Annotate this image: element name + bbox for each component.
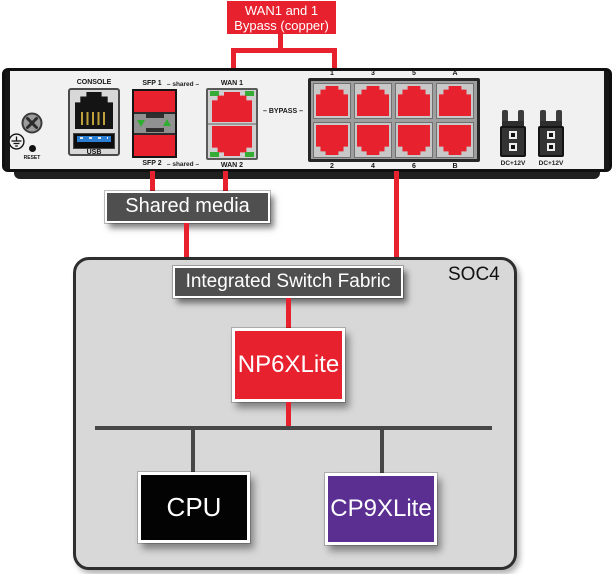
sfp2-label: SFP 2 — [142, 160, 162, 167]
console-port-pins — [81, 112, 107, 125]
callout-leg-wan1 — [231, 48, 236, 70]
ethernet-port-2-jack — [316, 125, 348, 155]
reset-label: RESET — [23, 155, 41, 161]
sfp-shared-bottom-label: – shared – — [166, 161, 200, 168]
bus-to-cp-line — [380, 430, 384, 473]
dc1-prong-right — [518, 110, 524, 127]
ground-icon — [8, 133, 25, 150]
integrated-switch-fabric-box: Integrated Switch Fabric — [173, 266, 403, 298]
ethernet-port-A-jack — [439, 86, 471, 116]
bypass-label: – BYPASS – — [263, 108, 303, 115]
port-label-2: 2 — [330, 163, 334, 170]
soc4-title: SOC4 — [448, 264, 500, 285]
wan2-label: WAN 2 — [220, 162, 244, 169]
wan2-led-left — [210, 152, 219, 157]
callout-stem-line — [278, 33, 283, 50]
wan1-led-right — [245, 91, 254, 96]
dc2-label: DC+12V — [538, 160, 564, 167]
port-label-4: 4 — [371, 163, 375, 170]
chassis-endcap-left — [5, 71, 10, 169]
np-to-bus-line — [286, 402, 291, 430]
cpu-label: CPU — [166, 492, 222, 522]
ethernet-port-4-jack — [357, 125, 389, 155]
ethernet-port-B-jack — [439, 125, 471, 155]
reset-button — [29, 145, 36, 152]
ethernet-port-1-jack — [316, 86, 348, 116]
wan2-link-line — [223, 171, 228, 192]
wan-port-divider — [208, 123, 256, 125]
shared-media-label: Shared media — [125, 195, 250, 217]
shared-media-callout: Shared media — [105, 191, 270, 223]
ethernet-port-2 — [313, 122, 351, 158]
dc2-pin-hole-bottom — [547, 143, 555, 151]
ethernet-port-6-jack — [398, 125, 430, 155]
ports-to-fabric-line — [394, 171, 399, 269]
wan1-port — [212, 92, 252, 122]
dc1-crossbar — [502, 121, 524, 128]
ethernet-port-5-jack — [398, 86, 430, 116]
sfp-handle-top — [146, 114, 164, 118]
callout-line1: WAN1 and 1 — [244, 3, 319, 18]
shared-media-to-fabric-line — [184, 223, 189, 269]
ethernet-port-6 — [395, 122, 433, 158]
port-label-1: 1 — [330, 70, 334, 77]
screw-icon — [21, 112, 43, 134]
ethernet-port-5 — [395, 83, 433, 119]
ethernet-port-3 — [354, 83, 392, 119]
port-label-3: 3 — [371, 70, 375, 77]
cp9xlite-box: CP9XLite — [325, 473, 437, 545]
usb-port-tongue — [77, 136, 111, 142]
usb-port-pins — [80, 137, 108, 139]
dc-power-connector-2 — [538, 110, 564, 157]
dc2-prong-right — [556, 110, 562, 127]
wan1-led-left — [210, 91, 219, 96]
internal-bus-line — [95, 426, 492, 430]
np6xlite-label: NP6XLite — [237, 351, 340, 378]
dc1-prong-left — [502, 110, 508, 127]
callout-leg-port1 — [332, 48, 337, 70]
sfp-shared-top-label: – shared – — [166, 81, 200, 88]
port-label-B: B — [452, 163, 458, 170]
wan2-led-right — [245, 152, 254, 157]
bus-to-cpu-line — [191, 430, 195, 472]
fabric-to-np-line — [286, 298, 291, 330]
ethernet-port-1 — [313, 83, 351, 119]
port-label-6: 6 — [412, 163, 416, 170]
wan1-label: WAN 1 — [220, 80, 244, 87]
port-label-A: A — [452, 70, 458, 77]
dc-power-connector-1 — [500, 110, 526, 157]
cpu-box: CPU — [138, 472, 250, 543]
dc2-crossbar — [540, 121, 562, 128]
ethernet-port-B — [436, 122, 474, 158]
sfp-rx-triangle-icon — [137, 120, 145, 127]
ethernet-port-3-jack — [357, 86, 389, 116]
np6xlite-box: NP6XLite — [232, 328, 345, 402]
usb-label: USB — [86, 149, 102, 156]
wan-bypass-callout: WAN1 and 1 Bypass (copper) — [227, 1, 336, 34]
dc1-label: DC+12V — [500, 160, 526, 167]
wan2-port — [212, 126, 252, 156]
sfp1-label: SFP 1 — [142, 80, 162, 87]
callout-bracket-bar — [231, 48, 337, 53]
chassis-bottom-lip — [14, 172, 600, 179]
ethernet-port-4 — [354, 122, 392, 158]
dc1-pin-hole-bottom — [509, 143, 517, 151]
ethernet-port-A — [436, 83, 474, 119]
console-label: CONSOLE — [76, 79, 112, 86]
dc2-pin-hole-top — [547, 131, 555, 139]
callout-line2: Bypass (copper) — [234, 18, 329, 33]
sfp-module — [134, 112, 175, 135]
dc1-pin-hole-top — [509, 131, 517, 139]
dc2-prong-left — [540, 110, 546, 127]
sfp-handle-bottom — [146, 128, 164, 132]
sfp2-link-line — [150, 171, 155, 192]
cp9xlite-label: CP9XLite — [330, 495, 432, 522]
chassis-endcap-right — [604, 71, 609, 169]
port-label-5: 5 — [412, 70, 416, 77]
sfp-tx-triangle-icon — [163, 119, 171, 126]
integrated-switch-fabric-label: Integrated Switch Fabric — [185, 271, 391, 292]
